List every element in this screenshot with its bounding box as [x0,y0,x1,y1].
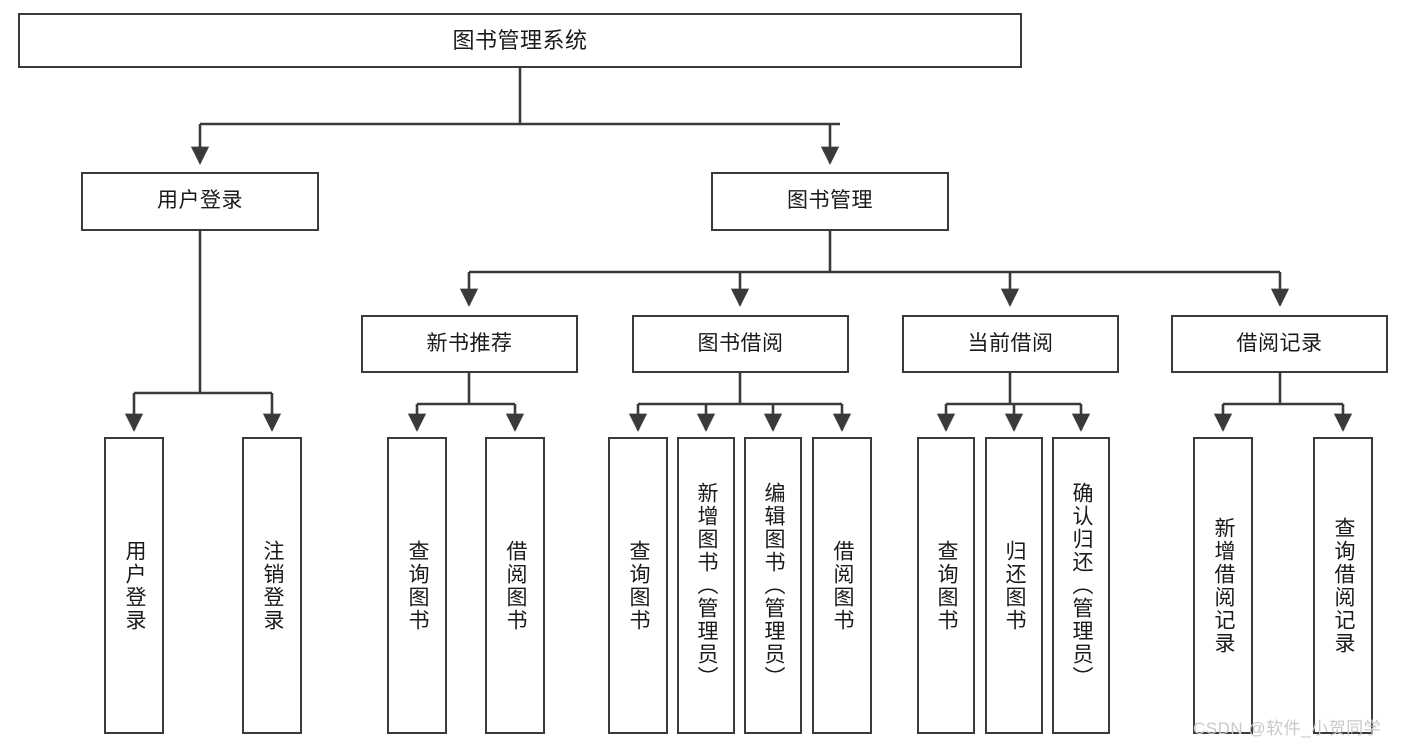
node-current-borrow[interactable]: 当前借阅 [902,315,1119,373]
leaf-add-borrow-record[interactable]: 新增借阅记录 [1193,437,1253,734]
leaf-confirm-return-admin[interactable]: 确认归还（管理员） [1052,437,1110,734]
node-user-login[interactable]: 用户登录 [81,172,319,231]
watermark: CSDN @软件_小贺同学 [1193,719,1382,738]
node-label: 图书借阅 [697,331,784,355]
leaf-logout[interactable]: 注销登录 [242,437,302,734]
node-new-book-recommend[interactable]: 新书推荐 [361,315,578,373]
node-label: 新增借阅记录 [1212,516,1236,655]
node-label: 查询图书 [935,539,959,632]
leaf-add-book-admin[interactable]: 新增图书（管理员） [677,437,735,734]
node-label: 查询图书 [406,539,430,632]
leaf-borrow-book-recommend[interactable]: 借阅图书 [485,437,545,734]
node-label: 确认归还（管理员） [1070,482,1094,689]
node-label: 编辑图书（管理员） [762,482,786,689]
leaf-search-book-borrow[interactable]: 查询图书 [608,437,668,734]
node-label: 当前借阅 [967,331,1054,355]
node-label: 借阅图书 [504,539,528,632]
leaf-search-book-current[interactable]: 查询图书 [917,437,975,734]
node-book-management-system[interactable]: 图书管理系统 [18,13,1022,68]
node-label: 查询图书 [627,539,651,632]
leaf-borrow-book[interactable]: 借阅图书 [812,437,872,734]
node-label: 图书管理系统 [452,27,588,53]
leaf-search-borrow-record[interactable]: 查询借阅记录 [1313,437,1373,734]
node-book-management[interactable]: 图书管理 [711,172,949,231]
node-label: 归还图书 [1003,539,1027,632]
leaf-user-login[interactable]: 用户登录 [104,437,164,734]
node-label: 用户登录 [123,539,147,632]
node-label: 注销登录 [261,539,285,632]
leaf-return-book[interactable]: 归还图书 [985,437,1043,734]
node-label: 新增图书（管理员） [695,482,719,689]
node-book-borrow[interactable]: 图书借阅 [632,315,849,373]
node-label: 查询借阅记录 [1332,516,1356,655]
node-borrow-records[interactable]: 借阅记录 [1171,315,1388,373]
node-label: 借阅图书 [831,539,855,632]
node-label: 用户登录 [157,189,243,213]
leaf-edit-book-admin[interactable]: 编辑图书（管理员） [744,437,802,734]
node-label: 借阅记录 [1236,331,1323,355]
leaf-search-book-recommend[interactable]: 查询图书 [387,437,447,734]
node-label: 图书管理 [787,189,873,213]
node-label: 新书推荐 [426,331,513,355]
